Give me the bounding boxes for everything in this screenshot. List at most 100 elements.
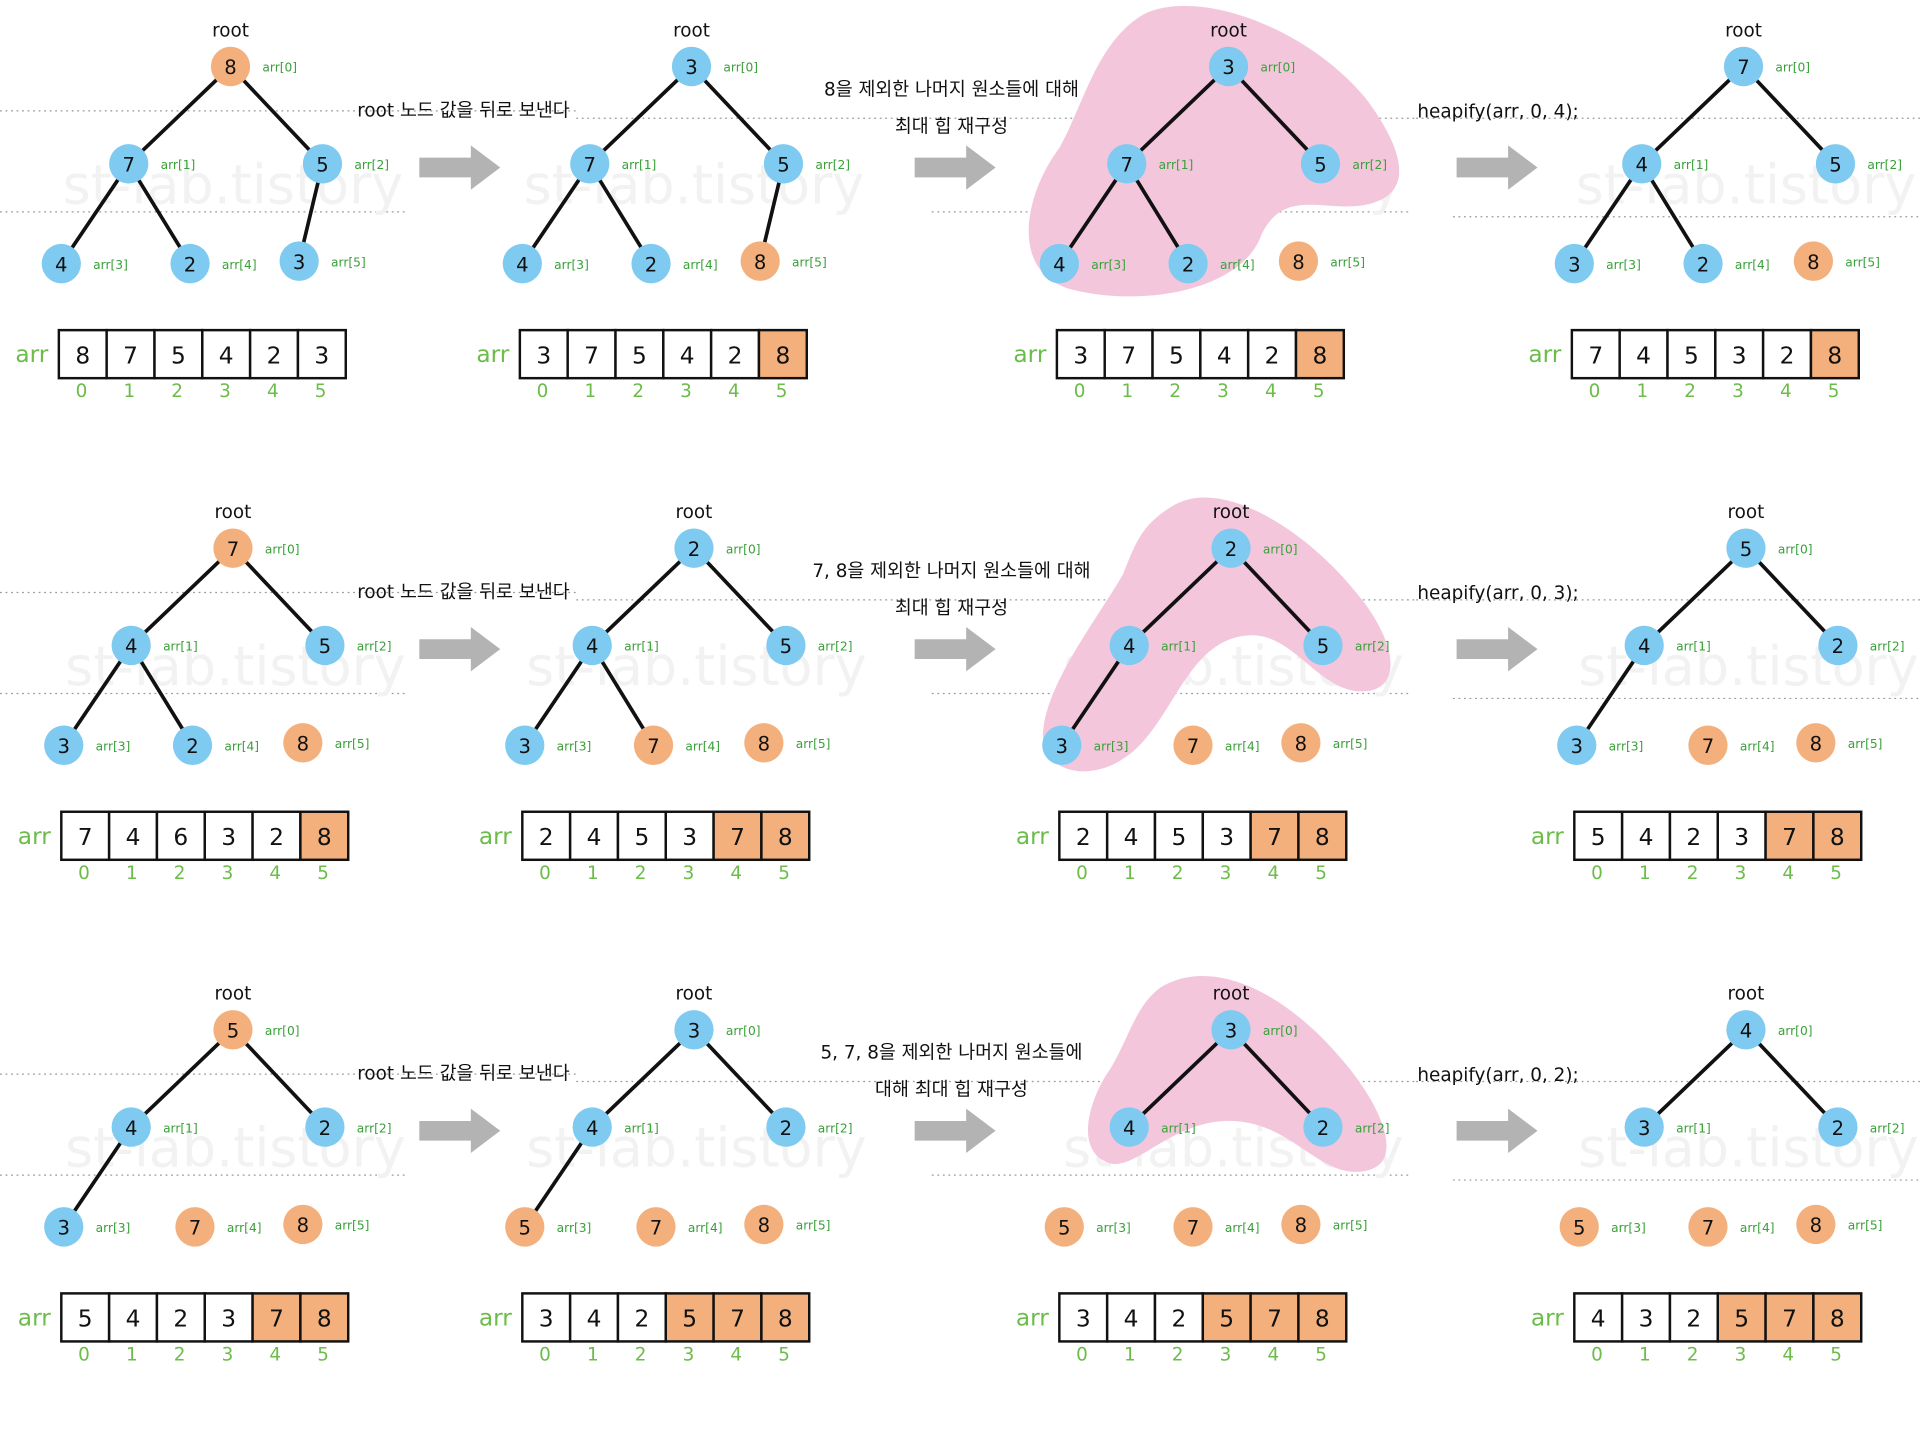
heapify-caption: heapify(arr, 0, 2); bbox=[1417, 1065, 1578, 1086]
array-cell-value: 2 bbox=[634, 1305, 649, 1333]
array-cell bbox=[1153, 810, 1205, 862]
tree-node-value: 7 bbox=[647, 735, 659, 758]
array-cell-value: 3 bbox=[1734, 823, 1749, 851]
array-index-label: 3 bbox=[1220, 1344, 1232, 1365]
arr-label: arr bbox=[479, 822, 512, 850]
array-index-label: 4 bbox=[267, 381, 279, 402]
right-arrow-icon bbox=[1456, 145, 1538, 190]
node-slot-label: arr[1] bbox=[1161, 1121, 1196, 1135]
arr-label: arr bbox=[18, 1303, 51, 1331]
node-slot-label: arr[3] bbox=[1091, 258, 1126, 272]
array-index-label: 2 bbox=[1169, 381, 1181, 402]
node-slot-label: arr[1] bbox=[624, 640, 659, 654]
array-cell bbox=[1716, 1292, 1767, 1343]
root-label: root bbox=[212, 20, 249, 41]
tree-node bbox=[744, 723, 784, 763]
tree-node-value: 5 bbox=[777, 154, 789, 177]
tree-node bbox=[1726, 528, 1766, 568]
array-cell-value: 5 bbox=[171, 341, 186, 369]
tree-node-value: 7 bbox=[1737, 56, 1749, 79]
node-slot-label: arr[0] bbox=[265, 1024, 300, 1038]
tree-edge bbox=[59, 162, 131, 265]
array-index-label: 2 bbox=[174, 863, 186, 884]
array-cell-value: 7 bbox=[1121, 341, 1136, 369]
node-slot-label: arr[3] bbox=[1606, 258, 1641, 272]
tree-node-value: 3 bbox=[1568, 253, 1580, 276]
array-index-label: 4 bbox=[1780, 381, 1792, 402]
tree-node-value: 8 bbox=[758, 1214, 770, 1237]
right-arrow-icon bbox=[914, 626, 996, 672]
array-cell-value: 3 bbox=[314, 341, 329, 369]
node-slot-label: arr[1] bbox=[163, 1121, 198, 1135]
node-slot-label: arr[0] bbox=[1263, 542, 1298, 556]
tree-node bbox=[279, 241, 319, 281]
right-arrow-icon bbox=[419, 1108, 501, 1153]
tree-node bbox=[1211, 528, 1251, 568]
tree-edge bbox=[590, 546, 696, 647]
array-index-label: 2 bbox=[171, 381, 183, 402]
array-index-label: 5 bbox=[1830, 1344, 1842, 1365]
rebuild-caption-line1: 5, 7, 8을 제외한 나머지 원소들에 bbox=[820, 1043, 1082, 1064]
tree-edge bbox=[523, 1126, 594, 1228]
array-cell bbox=[1058, 1292, 1109, 1343]
node-slot-label: arr[3] bbox=[96, 739, 131, 753]
node-slot-label: arr[2] bbox=[1355, 1121, 1390, 1135]
array-index-label: 2 bbox=[1687, 1344, 1699, 1365]
tree-node bbox=[674, 1010, 714, 1050]
tree-node bbox=[1796, 723, 1836, 763]
array-index-label: 3 bbox=[1735, 1344, 1747, 1365]
node-slot-label: arr[5] bbox=[335, 737, 370, 751]
node-slot-label: arr[0] bbox=[1778, 1024, 1813, 1038]
send-to-back-caption: root 노드 값을 뒤로 보낸다 bbox=[357, 582, 569, 603]
tree-node-value: 8 bbox=[1295, 1214, 1307, 1237]
array-cell-value: 3 bbox=[1073, 341, 1088, 369]
array-cell-value: 5 bbox=[1219, 1305, 1234, 1333]
tree-node-value: 8 bbox=[1292, 251, 1304, 274]
array-cell-value: 5 bbox=[1684, 341, 1699, 369]
tree-edge bbox=[1744, 546, 1840, 647]
array-index-label: 4 bbox=[1267, 863, 1279, 884]
tree-node-value: 3 bbox=[58, 1217, 70, 1240]
tree-edge bbox=[1642, 1028, 1748, 1129]
tree-node bbox=[766, 1107, 806, 1147]
array-index-label: 1 bbox=[1639, 1344, 1651, 1365]
node-slot-label: arr[0] bbox=[1263, 1024, 1298, 1038]
tree-node bbox=[210, 46, 251, 87]
array-cell-value: 4 bbox=[587, 1305, 602, 1333]
tree-node bbox=[1281, 723, 1321, 763]
tree-node bbox=[744, 1204, 784, 1245]
array-cell bbox=[712, 810, 763, 862]
array-cell-value: 2 bbox=[1265, 341, 1280, 369]
array-cell-value: 4 bbox=[587, 823, 602, 851]
array-cell-value: 2 bbox=[267, 341, 282, 369]
tree-node bbox=[570, 144, 610, 184]
node-slot-label: arr[1] bbox=[1161, 640, 1196, 654]
node-slot-label: arr[1] bbox=[624, 1121, 659, 1135]
arr-label: arr bbox=[1016, 822, 1049, 850]
array-cell-value: 3 bbox=[221, 1305, 236, 1333]
array-index-label: 3 bbox=[1217, 381, 1229, 402]
array-cell bbox=[568, 810, 620, 862]
tree-node-value: 5 bbox=[316, 154, 328, 177]
array-cell-value: 3 bbox=[682, 823, 697, 851]
array-cell-value: 4 bbox=[126, 1305, 141, 1333]
array-index-label: 0 bbox=[1076, 863, 1088, 884]
array-cell-value: 3 bbox=[1732, 341, 1747, 369]
node-slot-label: arr[5] bbox=[1330, 255, 1365, 269]
root-label: root bbox=[1725, 20, 1762, 41]
node-slot-label: arr[5] bbox=[796, 737, 831, 751]
array-index-label: 3 bbox=[1735, 863, 1747, 884]
array-cell-value: 3 bbox=[1076, 1305, 1091, 1333]
arr-label: arr bbox=[476, 340, 509, 368]
tree-node bbox=[1818, 625, 1858, 666]
tree-edge bbox=[231, 546, 327, 647]
array-index-label: 0 bbox=[539, 863, 551, 884]
array-index-label: 0 bbox=[1589, 381, 1601, 402]
right-arrow-icon bbox=[914, 145, 996, 190]
tree-node-value: 7 bbox=[1187, 735, 1199, 758]
array-cell bbox=[521, 810, 572, 862]
array-cell bbox=[153, 328, 204, 380]
